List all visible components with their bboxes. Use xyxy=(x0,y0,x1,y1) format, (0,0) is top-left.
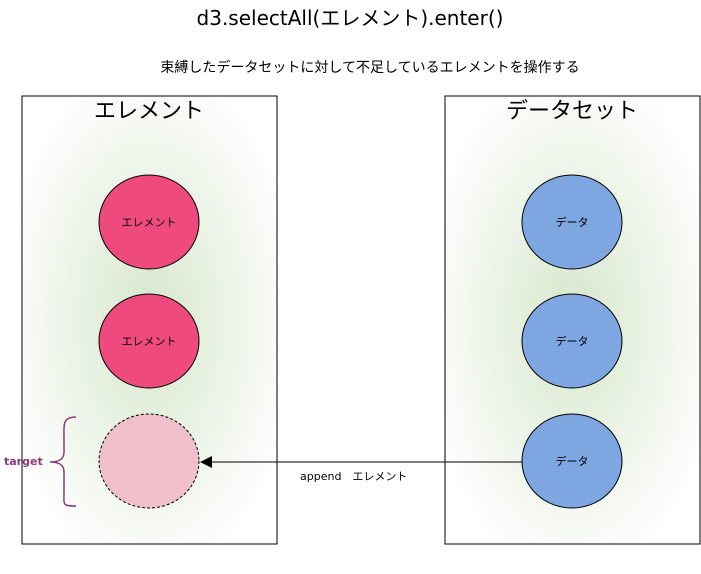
element-node: エレメント xyxy=(98,174,200,270)
element-node-label: エレメント xyxy=(122,335,177,348)
data-circle xyxy=(521,174,623,270)
data-circle xyxy=(521,413,623,509)
element-panel-title: エレメント xyxy=(94,99,204,124)
data-node: データ xyxy=(521,413,623,509)
element-node: エレメント xyxy=(98,293,200,389)
data-node: データ xyxy=(521,174,623,270)
element-circle xyxy=(98,293,200,389)
data-circle xyxy=(521,293,623,389)
dataset-panel-title: データセット xyxy=(506,99,638,124)
element-node-label: エレメント xyxy=(122,216,177,229)
append-arrow-label: append エレメント xyxy=(300,470,407,483)
placeholder-element-node xyxy=(98,413,200,509)
placeholder-element-circle xyxy=(98,413,200,509)
element-circle xyxy=(98,174,200,270)
append-arrow: append エレメント xyxy=(200,456,522,483)
element-panel: エレメント エレメント エレメント target xyxy=(4,95,278,545)
data-node-label: データ xyxy=(556,454,589,468)
dataset-panel: データセット データ データ データ xyxy=(444,95,701,545)
diagram-subtitle: 束縛したデータセットに対して不足しているエレメントを操作する xyxy=(160,59,579,76)
target-label: target xyxy=(4,455,43,468)
data-node-label: データ xyxy=(556,334,589,348)
target-brace xyxy=(49,416,77,507)
diagram-title: d3.selectAll(エレメント).enter() xyxy=(197,6,504,30)
data-node: データ xyxy=(521,293,623,389)
data-node-label: データ xyxy=(556,215,589,229)
